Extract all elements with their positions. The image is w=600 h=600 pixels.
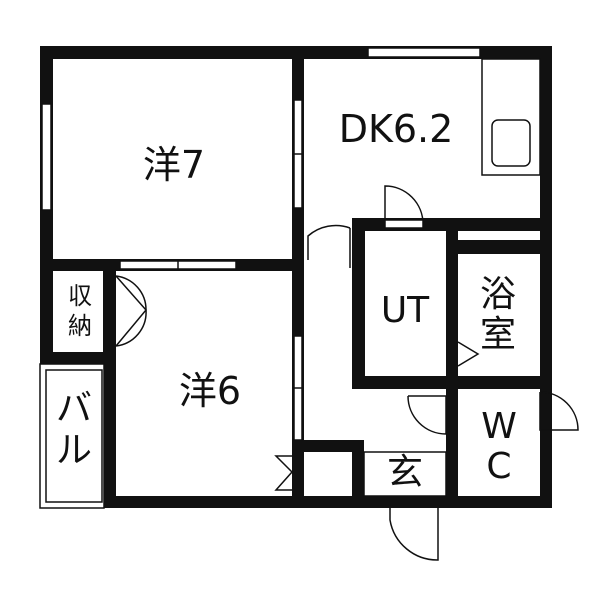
balcony-inner [45, 369, 103, 503]
room-label-storage-2: 納 [68, 312, 92, 340]
bath-top-wall [446, 240, 552, 254]
left-wall-storage [40, 260, 53, 364]
room-label-balcony-2: ル [56, 430, 92, 471]
entrance-door-icon [389, 508, 439, 561]
bottom-wall [105, 496, 552, 508]
entrance-area [363, 451, 447, 497]
room-label-western-6: 洋6 [179, 369, 241, 413]
room-label-wc-2: C [486, 446, 511, 487]
storage-door-arc [115, 275, 147, 347]
ut-left-wall [352, 218, 365, 388]
ut-door-leaf [384, 219, 424, 229]
room-label-storage-1: 収 [68, 282, 92, 310]
right-wall-lower [540, 240, 552, 508]
storage-bottom-wall [40, 352, 116, 364]
entrance-top-wall [292, 440, 362, 452]
room-label-utility: UT [381, 290, 430, 331]
room-label-western-7: 洋7 [143, 143, 205, 187]
dk-window [367, 47, 481, 58]
dk-door-icon [307, 224, 351, 260]
doors [115, 185, 579, 561]
western7-window [41, 103, 52, 211]
windows [39, 47, 481, 509]
room-label-wc-1: W [481, 406, 517, 447]
kitchen-counter [481, 58, 541, 176]
wc-door-icon [407, 395, 447, 435]
western6-door-icon [274, 455, 294, 491]
wc-outer-door-icon [539, 391, 579, 431]
bath-door-icon [457, 341, 480, 367]
western6-left-wall [103, 352, 116, 508]
storage-door-icon [115, 275, 147, 347]
ut-door-icon [384, 185, 424, 225]
room-label-bath-2: 室 [480, 314, 516, 355]
kitchen-sink-icon [491, 119, 531, 167]
ut-bath-wall [446, 218, 458, 388]
right-wall-upper [540, 46, 552, 241]
wc-left-wall [446, 376, 458, 508]
kitchen [481, 58, 541, 176]
storage-right-wall [103, 259, 116, 364]
room-label-bath-1: 浴 [480, 274, 516, 315]
entrance-left-wall [352, 440, 364, 508]
room-label-entrance: 玄 [387, 452, 423, 493]
room-label-balcony-1: バ [56, 388, 92, 429]
room-label-dk: DK6.2 [339, 107, 454, 151]
